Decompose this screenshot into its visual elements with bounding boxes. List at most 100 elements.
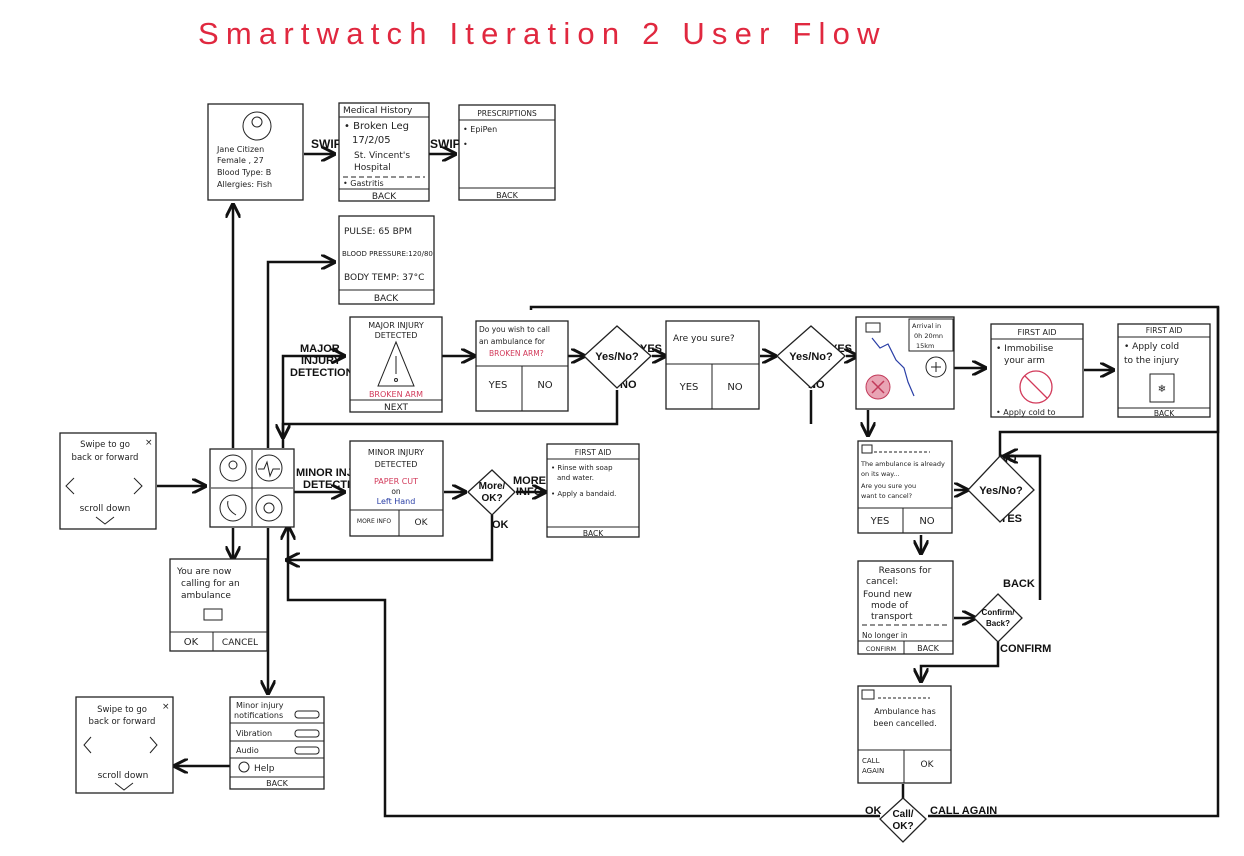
more-info-button[interactable]: MORE INFO <box>357 518 391 525</box>
svg-text:BACK: BACK <box>372 192 397 202</box>
close-icon: × <box>145 438 153 448</box>
major-label-2: INJURY <box>301 355 342 367</box>
svg-text:Confirm/: Confirm/ <box>982 608 1016 617</box>
svg-text:AGAIN: AGAIN <box>862 767 884 775</box>
svg-text:FIRST AID: FIRST AID <box>1146 326 1183 335</box>
svg-text:• Gastritis: • Gastritis <box>343 179 384 188</box>
audio-toggle[interactable] <box>294 746 320 755</box>
chevron-left-icon <box>83 736 92 754</box>
svg-text:Do you wish to call: Do you wish to call <box>479 325 550 334</box>
decision-yesno-2: Yes/No? <box>776 325 846 389</box>
ok-label-1: OK <box>492 519 509 531</box>
svg-text:DETECTED: DETECTED <box>375 460 418 469</box>
svg-text:back or forward: back or forward <box>72 453 139 463</box>
call-again-button[interactable]: CALL <box>862 757 880 765</box>
screen-calling: You are now calling for an ambulance OK … <box>169 558 268 652</box>
svg-text:notifications: notifications <box>234 711 283 720</box>
major-label-1: MAJOR <box>300 343 340 355</box>
chevron-right-icon <box>133 477 143 495</box>
svg-text:•: • <box>463 140 468 149</box>
yes-button[interactable]: YES <box>488 380 508 391</box>
svg-text:BACK: BACK <box>583 529 604 538</box>
svg-text:to the injury: to the injury <box>1124 356 1180 366</box>
no-button[interactable]: NO <box>919 516 934 527</box>
svg-text:• Broken Leg: • Broken Leg <box>344 121 409 132</box>
chevron-down-icon <box>95 516 115 525</box>
svg-text:15km: 15km <box>916 342 934 350</box>
hospital-icon <box>925 356 947 378</box>
arrow-hub-to-major <box>281 356 343 448</box>
no-button[interactable]: NO <box>537 380 552 391</box>
svg-text:and water.: and water. <box>557 474 594 482</box>
svg-text:BODY TEMP: 37°C: BODY TEMP: 37°C <box>344 273 424 283</box>
svg-text:0h 20mn: 0h 20mn <box>914 332 943 340</box>
svg-text:Yes/No?: Yes/No? <box>789 351 833 363</box>
svg-text:• Rinse with soap: • Rinse with soap <box>551 464 613 472</box>
svg-text:Yes/No?: Yes/No? <box>595 351 639 363</box>
screen-first-aid-minor: FIRST AID • Rinse with soap and water. •… <box>546 443 640 538</box>
avatar <box>242 111 272 141</box>
page-title: Smartwatch Iteration 2 User Flow <box>198 16 887 51</box>
svg-text:St. Vincent's: St. Vincent's <box>354 151 410 161</box>
notifications-toggle[interactable] <box>294 710 320 719</box>
svg-text:Reasons for: Reasons for <box>879 566 932 576</box>
decision-confirm-back: Confirm/ Back? <box>973 593 1023 643</box>
vibration-toggle[interactable] <box>294 729 320 738</box>
ok-button[interactable]: OK <box>184 637 199 648</box>
screen-vitals: PULSE: 65 BPM BLOOD PRESSURE:120/80 BODY… <box>338 215 435 305</box>
back-button[interactable]: BACK <box>917 644 939 653</box>
svg-text:DETECTED: DETECTED <box>375 331 418 340</box>
svg-text:PAPER CUT: PAPER CUT <box>374 477 418 486</box>
screen-home-2: Swipe to go × back or forward scroll dow… <box>75 696 174 794</box>
more-info-label-1: MORE <box>513 475 546 487</box>
svg-text:scroll down: scroll down <box>98 771 149 781</box>
pulse-icon <box>255 454 283 482</box>
screen-medical-history: Medical History • Broken Leg 17/2/05 St.… <box>338 102 430 202</box>
close-icon: × <box>162 702 170 712</box>
ambulance-icon <box>865 322 881 333</box>
yes-button[interactable]: YES <box>679 382 699 393</box>
svg-text:Swipe to go: Swipe to go <box>80 440 130 450</box>
svg-text:on its way...: on its way... <box>861 470 899 478</box>
ok-label-2: OK <box>865 805 882 817</box>
chevron-right-icon <box>149 736 158 754</box>
svg-text:• Apply a bandaid.: • Apply a bandaid. <box>551 490 616 498</box>
svg-text:OK?: OK? <box>892 821 913 832</box>
connectors <box>157 154 1220 818</box>
svg-text:MINOR INJURY: MINOR INJURY <box>368 448 424 457</box>
svg-text:FIRST AID: FIRST AID <box>1017 328 1056 337</box>
confirm-button[interactable]: CONFIRM <box>866 645 896 653</box>
svg-text:BACK: BACK <box>496 191 518 200</box>
screen-major-injury: MAJOR INJURY DETECTED BROKEN ARM NEXT <box>349 316 443 413</box>
svg-text:Back?: Back? <box>986 619 1010 628</box>
screen-hub <box>209 448 295 528</box>
svg-text:MAJOR INJURY: MAJOR INJURY <box>368 321 424 330</box>
yes-button[interactable]: YES <box>870 516 890 527</box>
confirm-label: CONFIRM <box>1000 643 1051 655</box>
svg-text:You are now: You are now <box>176 567 231 577</box>
svg-text:on: on <box>391 487 401 496</box>
svg-text:Female , 27: Female , 27 <box>217 156 264 165</box>
svg-text:• Immobilise: • Immobilise <box>996 344 1054 354</box>
svg-text:scroll down: scroll down <box>80 504 131 514</box>
ok-button[interactable]: OK <box>415 518 429 528</box>
cancel-button[interactable]: CANCEL <box>222 638 258 648</box>
arrow-no-back-to-hub <box>283 390 619 436</box>
profile-icon <box>219 454 247 482</box>
screen-arrival-map: Arrival in 0h 20mn 15km <box>855 316 955 410</box>
decision-yesno-1: Yes/No? <box>583 325 652 389</box>
svg-text:back or forward: back or forward <box>89 717 156 727</box>
svg-text:• EpiPen: • EpiPen <box>463 125 497 134</box>
svg-text:Call/: Call/ <box>892 809 913 820</box>
svg-text:❄: ❄ <box>1158 384 1166 395</box>
no-button[interactable]: NO <box>727 382 742 393</box>
svg-text:FIRST AID: FIRST AID <box>575 448 612 457</box>
screen-minor-injury: MINOR INJURY DETECTED PAPER CUT on Left … <box>349 440 444 537</box>
svg-text:mode of: mode of <box>871 601 909 611</box>
ok-button[interactable]: OK <box>921 760 935 770</box>
svg-text:calling for an: calling for an <box>181 579 240 589</box>
svg-text:cancel:: cancel: <box>866 577 898 587</box>
svg-text:Left Hand: Left Hand <box>377 497 416 506</box>
screen-home: Swipe to go × back or forward scroll dow… <box>59 432 157 530</box>
